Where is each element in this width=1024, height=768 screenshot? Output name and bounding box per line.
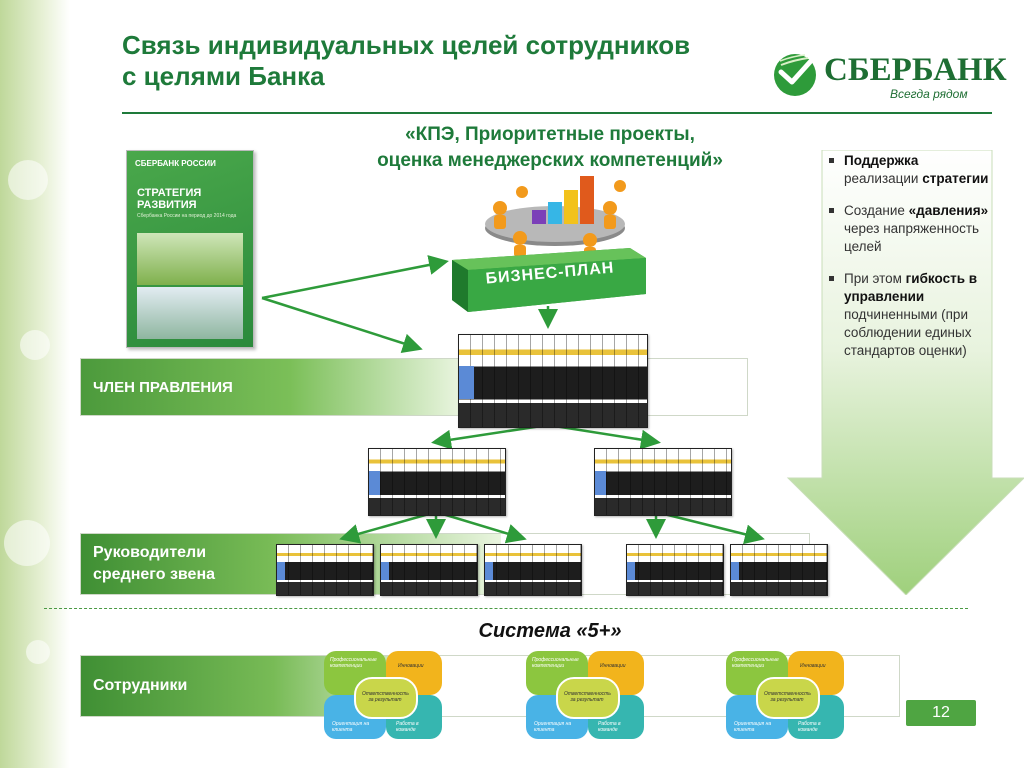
puzzle-label: Профессиональные компетенции bbox=[330, 657, 377, 669]
page-number: 12 bbox=[906, 700, 976, 726]
bullet-text: гибкость в управлении bbox=[844, 271, 978, 304]
puzzle-label: Работа в команде bbox=[798, 721, 821, 733]
down-arrow-icon bbox=[786, 150, 1024, 595]
title-divider bbox=[122, 112, 992, 114]
kpi-sheet-employee bbox=[626, 544, 724, 596]
title-line-2: с целями Банка bbox=[122, 61, 325, 91]
puzzle-label: Ответственность за результат bbox=[564, 691, 611, 703]
book-title-line-1: СТРАТЕГИЯ bbox=[137, 187, 202, 199]
sberbank-checkmark-icon bbox=[774, 54, 816, 96]
business-plan-block bbox=[452, 248, 646, 312]
bullet-text: подчиненными (при соблюдении единых стан… bbox=[844, 307, 972, 358]
bullet-item: При этом гибкость в управлении подчиненн… bbox=[828, 270, 990, 360]
logo-slogan: Всегда рядом bbox=[890, 87, 968, 101]
kpi-sheet-employee bbox=[380, 544, 478, 596]
book-photo-child bbox=[137, 233, 243, 285]
kpi-sheet-manager bbox=[594, 448, 732, 516]
band-label-line-2: среднего звена bbox=[93, 566, 215, 583]
system-label: Система «5+» bbox=[478, 620, 622, 642]
kpi-sheet-manager bbox=[368, 448, 506, 516]
bullet-list: Поддержка реализации стратегии Создание … bbox=[828, 152, 990, 374]
page-title: Связь индивидуальных целей сотрудников с… bbox=[122, 30, 762, 92]
puzzle-label: Ответственность за результат bbox=[764, 691, 811, 703]
book-title-line-2: РАЗВИТИЯ bbox=[137, 199, 197, 211]
bullet-text: стратегии bbox=[922, 171, 989, 186]
puzzle-label: Инновации bbox=[800, 663, 826, 669]
book-photo-woman bbox=[137, 287, 243, 339]
sberbank-logo: СБЕРБАНК Всегда рядом bbox=[772, 50, 1007, 102]
bullet-text: через напряженность целей bbox=[844, 221, 980, 254]
puzzle-label: Профессиональные компетенции bbox=[732, 657, 779, 669]
bullet-text: Создание bbox=[844, 203, 909, 218]
strategy-book-cover: СБЕРБАНК РОССИИ СТРАТЕГИЯ РАЗВИТИЯ Сберб… bbox=[126, 150, 254, 348]
competency-puzzle: Профессиональные компетенции Инновации О… bbox=[324, 651, 442, 739]
book-subtitle: Сбербанка России на период до 2014 года bbox=[137, 213, 237, 219]
title-line-1: Связь индивидуальных целей сотрудников bbox=[122, 30, 691, 60]
book-title: СТРАТЕГИЯ РАЗВИТИЯ bbox=[137, 187, 201, 211]
bullet-text: реализации bbox=[844, 171, 923, 186]
logo-name: СБЕРБАНК bbox=[824, 52, 1007, 88]
puzzle-label: Ориентация на клиента bbox=[332, 721, 370, 733]
bullet-text: При этом bbox=[844, 271, 906, 286]
kpi-sheet-employee bbox=[276, 544, 374, 596]
kpi-sheet-employee bbox=[730, 544, 828, 596]
puzzle-label: Инновации bbox=[600, 663, 626, 669]
band-label-line-1: Руководители bbox=[93, 544, 207, 561]
band-label: ЧЛЕН ПРАВЛЕНИЯ bbox=[81, 359, 461, 415]
subtitle: «КПЭ, Приоритетные проекты, оценка менед… bbox=[310, 122, 790, 174]
kpi-sheet-board bbox=[458, 334, 648, 428]
kpi-sheet-employee bbox=[484, 544, 582, 596]
puzzle-label: Работа в команде bbox=[598, 721, 621, 733]
puzzle-label: Ориентация на клиента bbox=[534, 721, 572, 733]
subtitle-line-1: «КПЭ, Приоритетные проекты, bbox=[405, 124, 695, 145]
section-divider bbox=[44, 608, 968, 609]
subtitle-line-2: оценка менеджерских компетенций» bbox=[377, 150, 723, 171]
meeting-chart-icon bbox=[485, 176, 626, 257]
competency-puzzle: Профессиональные компетенции Инновации О… bbox=[526, 651, 644, 739]
puzzle-label: Инновации bbox=[398, 663, 424, 669]
puzzle-label: Ответственность за результат bbox=[362, 691, 409, 703]
puzzle-label: Работа в команде bbox=[396, 721, 419, 733]
competency-puzzle: Профессиональные компетенции Инновации О… bbox=[726, 651, 844, 739]
bullet-text: «давления» bbox=[908, 203, 989, 218]
puzzle-label: Профессиональные компетенции bbox=[532, 657, 579, 669]
book-bank-name: СБЕРБАНК РОССИИ bbox=[135, 159, 216, 168]
bullet-item: Создание «давления» через напряженность … bbox=[828, 202, 990, 256]
bullet-text: Поддержка bbox=[844, 153, 919, 168]
puzzle-label: Ориентация на клиента bbox=[734, 721, 772, 733]
background-decoration bbox=[0, 0, 70, 768]
bullet-item: Поддержка реализации стратегии bbox=[828, 152, 990, 188]
